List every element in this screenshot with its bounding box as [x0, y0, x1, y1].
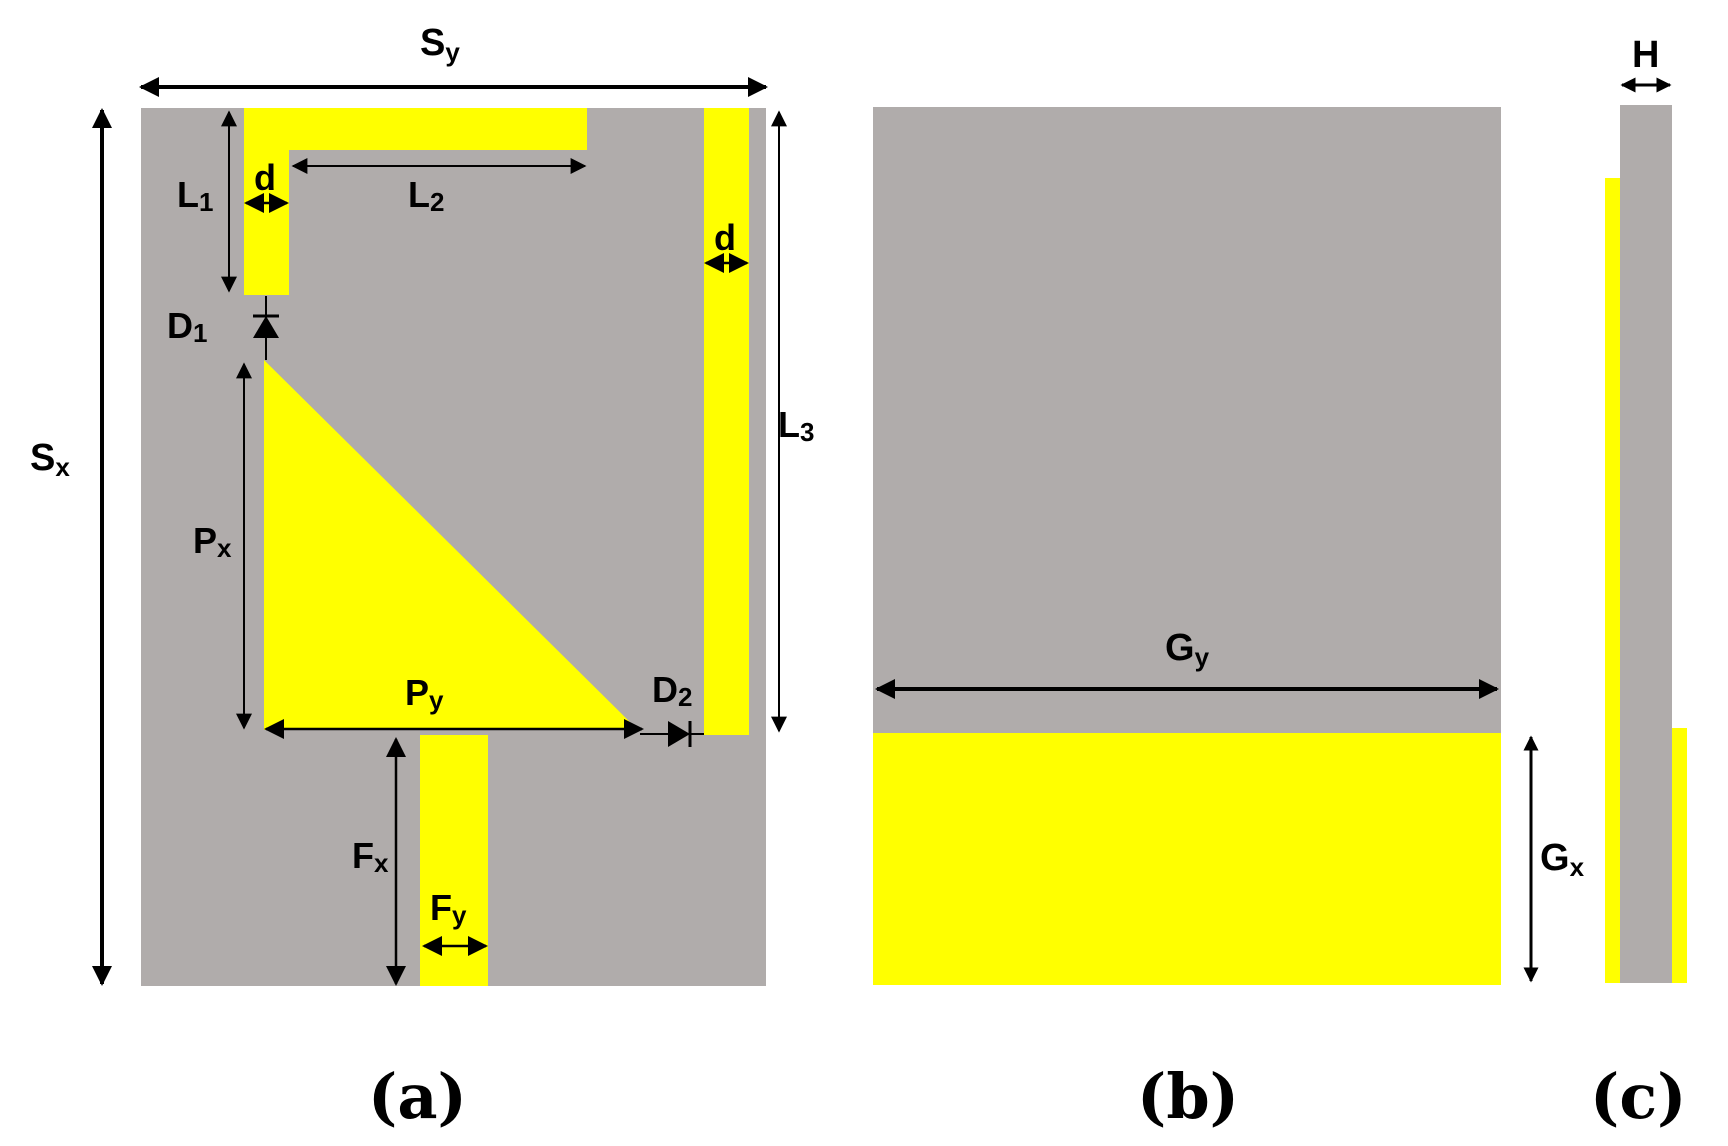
- l3-label: L3: [778, 404, 814, 447]
- sx-label: Sx: [30, 437, 70, 482]
- fx-label: Fx: [352, 835, 389, 878]
- l1-label: L1: [177, 174, 213, 217]
- d2-label: D2: [652, 669, 692, 712]
- caption-c: (c): [1590, 1060, 1686, 1133]
- panel-a: Sy Sx L1 d L2 d L3 D1 Px Py: [30, 22, 814, 1133]
- diode-d1: [253, 296, 279, 360]
- d1-label: D1: [167, 305, 207, 348]
- l2-label: L2: [408, 174, 444, 217]
- top-strip-vertical: [244, 108, 289, 295]
- h-label: H: [1632, 34, 1659, 76]
- front-metal-side: [1605, 178, 1620, 983]
- triangular-patch: [264, 360, 638, 730]
- d-right-label: d: [714, 217, 736, 258]
- top-strip-horizontal: [244, 108, 587, 150]
- d-left-label: d: [254, 157, 276, 198]
- substrate-back: [873, 107, 1501, 733]
- ground-metal-side: [1672, 728, 1687, 983]
- substrate-side: [1620, 105, 1672, 983]
- fy-label: Fy: [430, 887, 467, 930]
- px-label: Px: [193, 520, 232, 563]
- right-strip: [704, 108, 749, 735]
- ground-plane: [873, 733, 1501, 985]
- panel-b: Gy Gx (b): [873, 107, 1585, 1133]
- panel-c: H (c): [1590, 34, 1687, 1133]
- sy-label: Sy: [420, 22, 460, 67]
- gy-label: Gy: [1165, 627, 1210, 672]
- gx-label: Gx: [1540, 837, 1585, 882]
- feed-line: [420, 735, 488, 986]
- caption-b: (b): [1137, 1060, 1239, 1133]
- caption-a: (a): [368, 1060, 467, 1133]
- py-label: Py: [405, 672, 444, 715]
- diode-d2: [640, 721, 704, 747]
